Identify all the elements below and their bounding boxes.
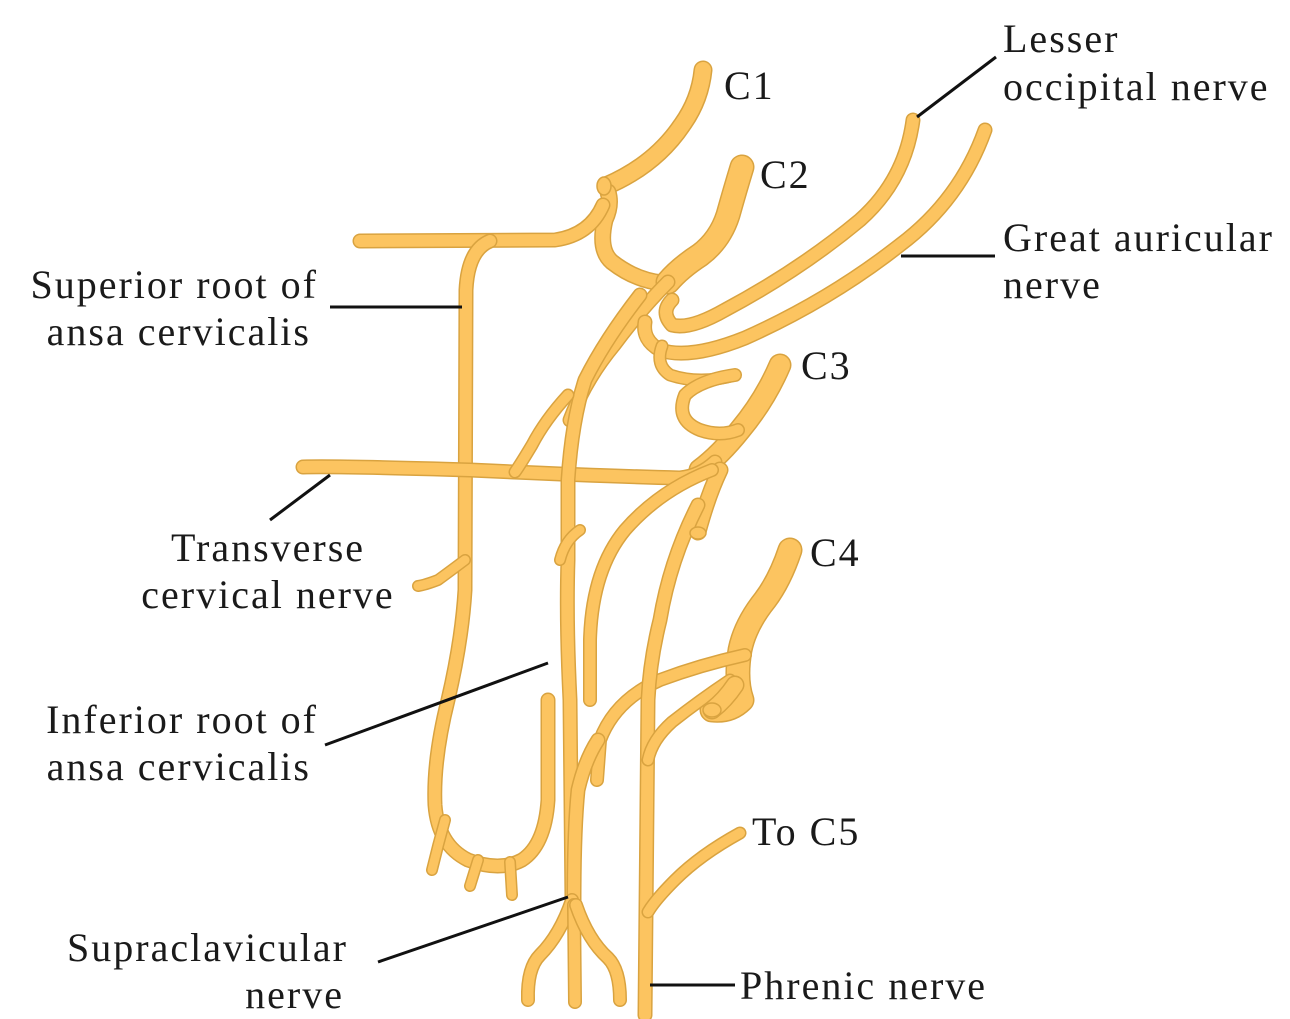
leader-lesser-occipital (917, 57, 996, 117)
label-lesser-occipital-2: occipital nerve (1003, 64, 1270, 109)
label-supraclavicular-1: Supraclavicular (67, 925, 348, 970)
nerve-to-c5 (648, 833, 740, 912)
nerve-c2-to-transverse (515, 395, 568, 472)
label-c4: C4 (810, 530, 861, 575)
leader-transverse-cervical (270, 475, 330, 520)
nerve-c1-to-c2-loop (603, 192, 662, 283)
nerve-paths (303, 70, 985, 1015)
nerve-supraclavicular-right (576, 905, 620, 1000)
nerve-c2-root (668, 167, 742, 282)
label-supraclavicular-2: nerve (245, 972, 344, 1017)
nerve-supraclavicular-left (528, 900, 572, 1000)
nerve-c2-lesser-occipital (666, 120, 913, 326)
nerve-superior-root-ansa (435, 241, 548, 866)
label-superior-root-1: Superior root of (30, 262, 318, 307)
label-inferior-root-2: ansa cervicalis (47, 744, 311, 789)
label-to-c5: To C5 (752, 809, 860, 854)
nerve-c1-root (606, 70, 703, 186)
nerve-ansa-twig-2 (470, 860, 478, 886)
label-c1: C1 (724, 63, 775, 108)
label-great-auricular-2: nerve (1003, 262, 1102, 307)
nerve-ansa-twig-3 (510, 862, 512, 895)
label-inferior-root-1: Inferior root of (46, 697, 318, 742)
nerve-c1-cut-end (597, 177, 611, 195)
nerve-c4-cut-end (703, 703, 721, 717)
label-c2: C2 (760, 152, 811, 197)
label-lesser-occipital-1: Lesser (1003, 16, 1119, 61)
label-great-auricular-1: Great auricular (1003, 215, 1274, 260)
nerve-c3-cut-end (690, 527, 706, 539)
label-superior-root-2: ansa cervicalis (47, 309, 311, 354)
label-c3: C3 (801, 343, 852, 388)
label-transverse-cervical-1: Transverse (171, 525, 365, 570)
label-phrenic: Phrenic nerve (740, 963, 987, 1008)
label-transverse-cervical-2: cervical nerve (141, 572, 394, 617)
nerve-c1-to-ansa (360, 205, 603, 241)
